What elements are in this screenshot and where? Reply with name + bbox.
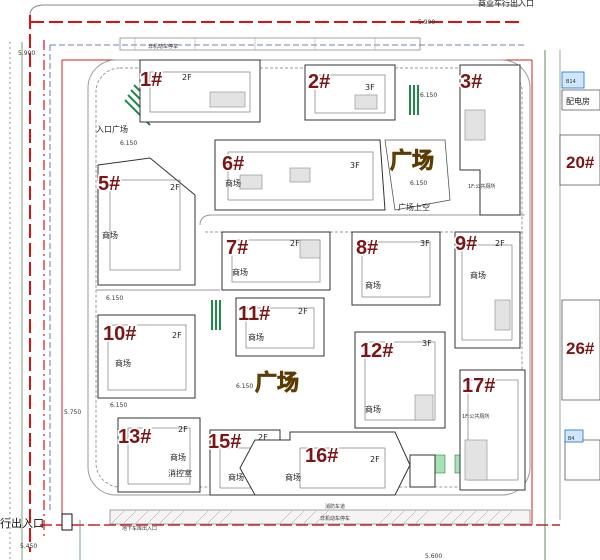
underground-entrance-label: 地下车库出入口 [122, 525, 157, 532]
building-3 [459, 64, 521, 216]
elevation-plaza: 6.150 [410, 180, 427, 187]
building-10 [97, 314, 196, 399]
building-17 [459, 369, 526, 491]
building-11-use: 商场 [248, 332, 264, 342]
building-9-num: 9# [455, 233, 477, 255]
building-8 [351, 231, 441, 306]
building-7 [221, 231, 331, 291]
building-13 [117, 417, 201, 493]
building-13-num: 13# [118, 426, 151, 448]
building-15-use: 商场 [228, 472, 244, 482]
toilet-label: 1F:公共厕所 [468, 183, 495, 190]
building-6-annex [384, 139, 451, 211]
building-17-use: 1F:公共厕所 [462, 413, 489, 420]
building-6-num: 6# [222, 153, 244, 175]
building-12-num: 12# [360, 340, 393, 362]
building-15-floors: 2F [258, 433, 268, 442]
neighbour-blocks [559, 71, 600, 481]
plaza-label-south: 广场 [255, 370, 299, 396]
building-16-num: 16# [305, 445, 338, 467]
building-1-num: 1# [140, 69, 162, 91]
gate-top-label: 商业车行出入口 [478, 0, 534, 8]
building-7-floors: 2F [290, 239, 300, 248]
elevation-bottom-left: 5.450 [20, 543, 37, 550]
building-13-floors: 2F [178, 425, 188, 434]
fire-lane-label: 消防车道 [325, 503, 345, 510]
building-12-use: 商场 [365, 404, 381, 414]
building-6 [214, 139, 386, 211]
building-5 [97, 157, 196, 286]
building-11 [235, 297, 325, 357]
building-17-num: 17# [462, 375, 495, 397]
building-1 [139, 59, 261, 123]
parking-label-bottom: 非机动车停车 [320, 515, 350, 522]
building-13-use: 商场 [170, 452, 186, 462]
building-6-floors: 3F [350, 161, 360, 170]
building-11-floors: 2F [298, 307, 308, 316]
building-2-floors: 3F [365, 83, 375, 92]
building-10-use: 商场 [115, 358, 131, 368]
elevation-left: 5.750 [64, 409, 81, 416]
distribution-room-label: 配电房 [566, 96, 590, 106]
building-9-use: 商场 [470, 270, 486, 280]
elevation-b5: 6.150 [120, 140, 137, 147]
building-5-use: 商场 [102, 230, 118, 240]
building-6-use: 商场 [225, 178, 241, 188]
building-9 [454, 231, 521, 349]
building-9-floors: 2F [495, 239, 505, 248]
building-10-num: 10# [103, 323, 136, 345]
parking-label-top: 非机动车停车 [148, 43, 178, 50]
site-boundary [9, 4, 561, 560]
building-20-num: 20# [566, 153, 595, 172]
entrance-plaza-label: 入口广场 [96, 124, 128, 134]
elevation-b13: 6.150 [110, 402, 127, 409]
top-parking-strip [119, 37, 421, 51]
building-5-num: 5# [98, 173, 120, 195]
building-2 [304, 64, 396, 121]
building-3-num: 3# [460, 71, 482, 93]
building-12 [354, 331, 446, 429]
b4-label: B4 [568, 436, 575, 442]
gate-left-label: 行出入口 [0, 516, 44, 530]
elevation-top-left: 5.900 [18, 50, 35, 57]
fire-control-label: 消控室 [168, 468, 192, 478]
building-7-num: 7# [226, 237, 248, 259]
building-1-floors: 2F [182, 73, 192, 82]
building-2-num: 2# [308, 71, 330, 93]
plaza-label-north: 广场 [390, 148, 434, 174]
building-7-use: 商场 [232, 267, 248, 277]
elevation-bottom: 5.600 [425, 553, 442, 560]
building-16-use: 商场 [285, 472, 301, 482]
left-gate-marker [61, 513, 73, 531]
building-10-floors: 2F [172, 331, 182, 340]
building-8-use: 商场 [365, 280, 381, 290]
building-12-floors: 3F [422, 339, 432, 348]
building-8-num: 8# [356, 237, 378, 259]
building-16-floors: 2F [370, 455, 380, 464]
building-11-num: 11# [238, 303, 270, 325]
building-8-floors: 3F [420, 239, 430, 248]
elevation-b10: 6.150 [106, 295, 123, 302]
b14-label: B14 [566, 79, 576, 85]
building-15-num: 15# [208, 431, 241, 453]
building-5-floors: 2F [170, 183, 180, 192]
elevation-top: 5.900 [418, 19, 435, 26]
building-16 [239, 431, 436, 496]
building-26-num: 26# [566, 339, 595, 358]
elevation-center: 6.150 [236, 383, 253, 390]
bottom-hatched-strip [109, 509, 531, 525]
elevation-b2: 6.150 [420, 92, 437, 99]
plaza-upper-label: 广场上空 [398, 202, 430, 212]
